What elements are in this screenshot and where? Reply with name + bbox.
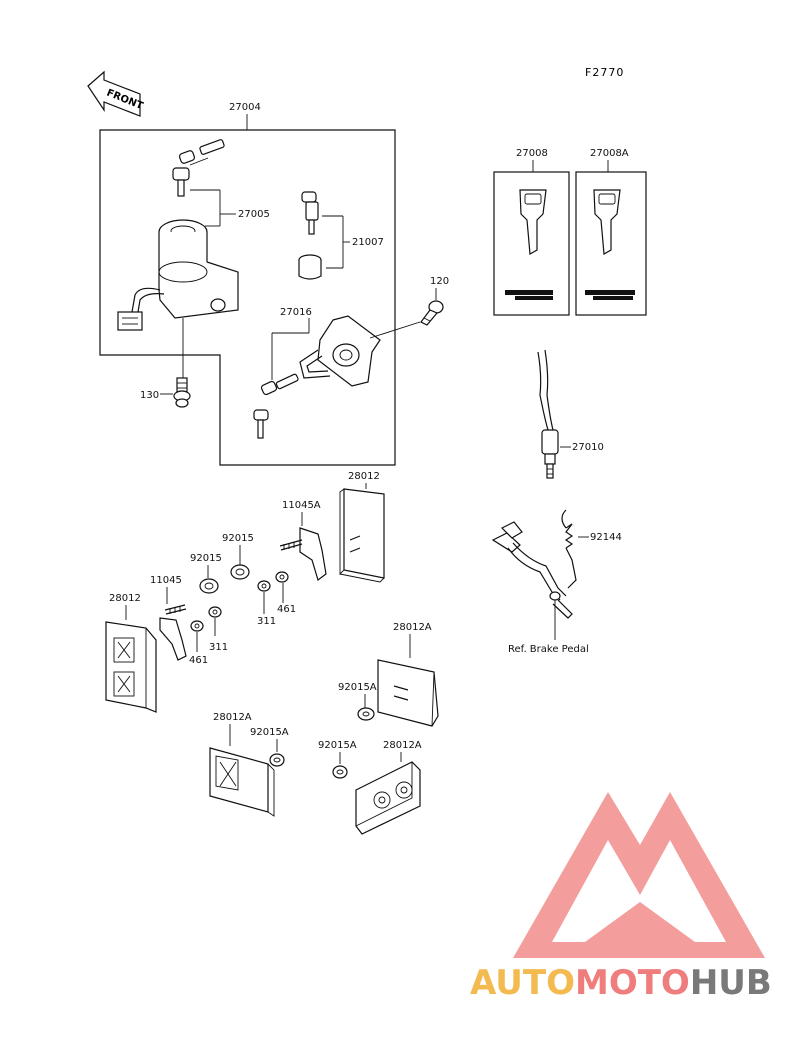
nut-92015A-c-icon — [332, 765, 348, 779]
part-label-28012-top: 28012 — [348, 471, 380, 482]
key-set-icon — [172, 139, 225, 197]
key-cylinder-21007-icon — [298, 191, 322, 280]
drawing-code: F2770 — [585, 66, 624, 79]
bracket-11045A-icon — [279, 527, 327, 581]
part-label-92015A-a: 92015A — [338, 682, 377, 693]
front-arrow-icon: FRONT — [87, 70, 145, 117]
brake-pedal-icon — [491, 521, 573, 619]
bolt-130-icon — [173, 377, 191, 408]
part-label-120: 120 — [430, 276, 449, 287]
reflector-28012A-b-icon — [209, 747, 275, 817]
part-label-311-b: 311 — [209, 642, 228, 653]
part-label-21007: 21007 — [352, 237, 384, 248]
part-label-11045A: 11045A — [282, 500, 321, 511]
watermark-logo: AUTOMOTOHUB — [470, 792, 772, 1003]
key-blank-27008-icon — [505, 189, 553, 300]
part-label-11045: 11045 — [150, 575, 182, 586]
watermark-moto: MOTO — [575, 963, 690, 1003]
washer-461-b-icon — [190, 620, 204, 632]
brake-switch-27010-icon — [537, 349, 559, 479]
part-label-27016: 27016 — [280, 307, 312, 318]
bracket-11045-icon — [159, 604, 187, 661]
part-label-27010: 27010 — [572, 442, 604, 453]
screw-120-icon — [420, 300, 444, 326]
ignition-switch-icon — [117, 219, 239, 331]
nut-92015A-b-icon — [269, 753, 285, 767]
part-label-311-a: 311 — [257, 616, 276, 627]
watermark-hub: HUB — [690, 963, 772, 1003]
key-blank-27008A-icon — [585, 189, 635, 300]
part-label-92144: 92144 — [590, 532, 622, 543]
reference-note: Ref. Brake Pedal — [508, 644, 589, 655]
part-label-92015-a: 92015 — [222, 533, 254, 544]
washer-311-a-icon — [257, 580, 271, 592]
part-label-28012A-c: 28012A — [383, 740, 422, 751]
part-label-92015A-b: 92015A — [250, 727, 289, 738]
nut-92015A-a-icon — [357, 707, 375, 721]
watermark-auto: AUTO — [470, 963, 575, 1003]
part-label-461-a: 461 — [277, 604, 296, 615]
reflector-28012-top-icon — [339, 488, 385, 583]
part-label-28012A-b: 28012A — [213, 712, 252, 723]
part-label-27005: 27005 — [238, 209, 270, 220]
part-label-92015A-c: 92015A — [318, 740, 357, 751]
part-label-27008A: 27008A — [590, 148, 629, 159]
reflector-28012A-a-icon — [377, 659, 439, 727]
nut-92015-b-icon — [199, 578, 219, 594]
key-blank-group: 27008 27008A — [493, 148, 647, 316]
reflector-group: 28012 11045A 92015 — [105, 471, 439, 835]
helmet-lock-icon — [299, 315, 381, 387]
washer-311-b-icon — [208, 606, 222, 618]
reflector-28012-left-icon — [105, 621, 157, 713]
lock-key-icon — [253, 373, 299, 439]
watermark-brand-text: AUTOMOTOHUB — [470, 963, 772, 1003]
part-label-28012A-a: 28012A — [393, 622, 432, 633]
part-label-461-b: 461 — [189, 655, 208, 666]
washer-461-a-icon — [275, 571, 289, 583]
brake-switch-group: 27010 92144 Ref. Brake Pedal — [491, 349, 622, 655]
part-label-27008: 27008 — [516, 148, 548, 159]
part-label-27004: 27004 — [229, 102, 261, 113]
part-label-28012-left: 28012 — [109, 593, 141, 604]
reflector-28012A-c-icon — [355, 761, 421, 835]
part-label-92015-b: 92015 — [190, 553, 222, 564]
part-label-130: 130 — [140, 390, 159, 401]
spring-92144-icon — [561, 509, 577, 589]
nut-92015-a-icon — [230, 564, 250, 580]
ignition-assembly-group: 27004 27005 — [99, 102, 449, 466]
